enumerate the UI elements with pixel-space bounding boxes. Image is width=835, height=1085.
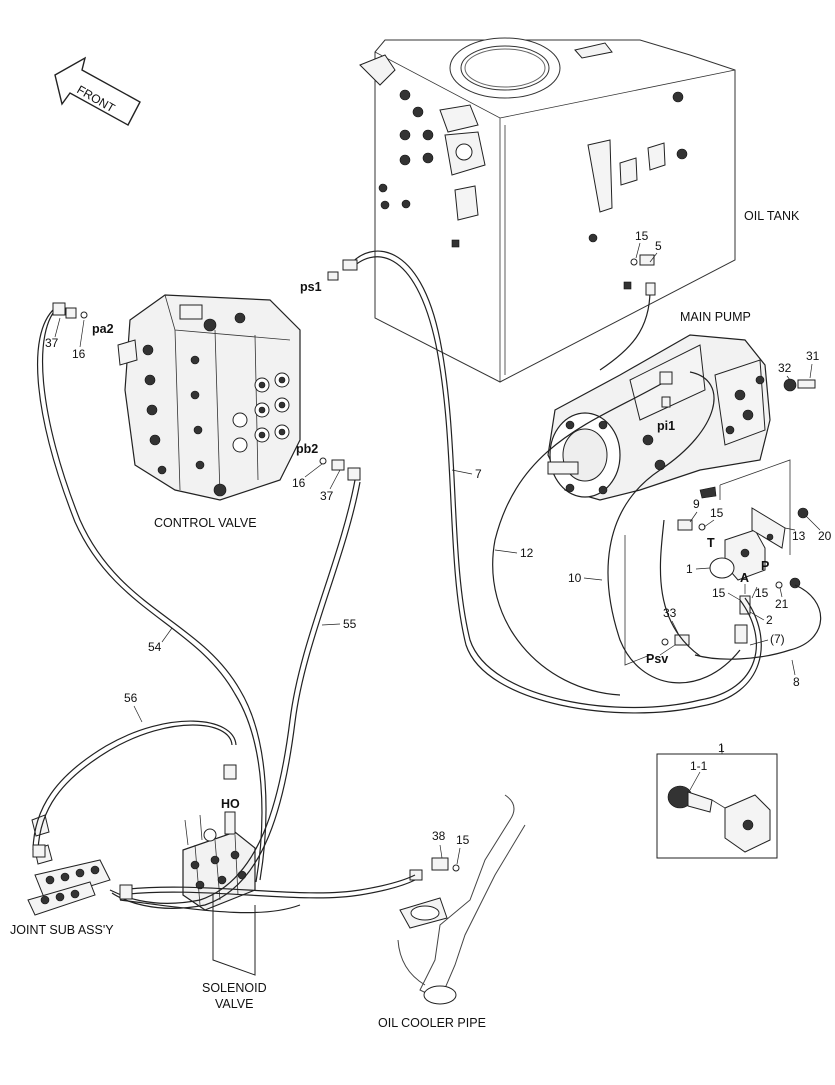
callout-16-mid: 16 — [292, 476, 306, 490]
callout-37-left: 37 — [45, 336, 59, 350]
callout-12: 12 — [520, 546, 534, 560]
callout-5: 5 — [655, 239, 662, 253]
front-arrow-icon: FRONT — [54, 56, 141, 126]
solenoid-valve-label-line1: SOLENOID — [202, 981, 267, 995]
port-pi1: pi1 — [657, 419, 675, 433]
detail-inset-1: 1 1-1 — [656, 741, 778, 859]
hose-38 — [119, 874, 416, 894]
regulator-bracket — [624, 459, 791, 666]
callout-21: 21 — [775, 597, 789, 611]
callout-7: 7 — [475, 467, 482, 481]
hose-10 — [607, 371, 741, 684]
hose-12 — [492, 379, 669, 696]
callout-20: 20 — [818, 529, 832, 543]
hoses — [32, 250, 822, 914]
oil-cooler-pipe: OIL COOLER PIPE — [378, 794, 526, 1030]
callout-7-paren: (7) — [770, 632, 785, 646]
callout-15-a: 15 — [710, 506, 724, 520]
hose-tank-pump — [599, 289, 651, 371]
port-ps1: ps1 — [300, 280, 322, 294]
oil-tank-label: OIL TANK — [744, 209, 800, 223]
callout-37-mid: 37 — [320, 489, 334, 503]
callouts: 15 5 37 16 16 37 7 12 10 9 15 1 15 15 2 … — [45, 229, 832, 865]
callout-54: 54 — [148, 640, 162, 654]
callout-31: 31 — [806, 349, 820, 363]
port-a: A — [740, 571, 749, 585]
hose-7 — [349, 250, 757, 709]
callout-1: 1 — [686, 562, 693, 576]
callout-38: 38 — [432, 829, 446, 843]
port-pa2: pa2 — [92, 322, 114, 336]
callout-15-b: 15 — [712, 586, 726, 600]
joint-sub-assy-label: JOINT SUB ASS'Y — [10, 923, 114, 937]
port-ho: HO — [221, 797, 240, 811]
callout-15-cooler: 15 — [456, 833, 470, 847]
hose-55 — [109, 479, 356, 904]
callout-8: 8 — [793, 675, 800, 689]
port-psv: Psv — [646, 652, 668, 666]
port-p: P — [761, 559, 769, 573]
main-pump: MAIN PUMP — [547, 310, 771, 501]
inset-title: 1 — [718, 741, 725, 755]
hose-54 — [41, 304, 267, 881]
oil-tank: OIL TANK — [359, 37, 800, 383]
callout-56: 56 — [124, 691, 138, 705]
callout-55: 55 — [343, 617, 357, 631]
hose-8 — [694, 584, 822, 660]
callout-16-left: 16 — [72, 347, 86, 361]
hose-56 — [37, 724, 233, 851]
callout-2: 2 — [766, 613, 773, 627]
port-labels: ps1 pa2 pb2 pi1 Psv HO T P A — [92, 280, 769, 811]
control-valve: CONTROL VALVE — [117, 294, 301, 530]
fittings — [32, 254, 816, 900]
oil-cooler-pipe-label: OIL COOLER PIPE — [378, 1016, 486, 1030]
callout-33: 33 — [663, 606, 677, 620]
joint-sub-assy: JOINT SUB ASS'Y — [10, 814, 114, 937]
solenoid-valve-label-line2: VALVE — [215, 997, 253, 1011]
callout-13: 13 — [792, 529, 806, 543]
callout-10: 10 — [568, 571, 582, 585]
callout-32: 32 — [778, 361, 792, 375]
callout-15-tank: 15 — [635, 229, 649, 243]
callout-15-c: 15 — [755, 586, 769, 600]
solenoid-valve: SOLENOID VALVE — [182, 764, 267, 1011]
main-pump-label: MAIN PUMP — [680, 310, 751, 324]
inset-sub-label: 1-1 — [690, 759, 708, 773]
port-pb2: pb2 — [296, 442, 318, 456]
callout-9: 9 — [693, 497, 700, 511]
control-valve-label: CONTROL VALVE — [154, 516, 257, 530]
port-t: T — [707, 536, 715, 550]
